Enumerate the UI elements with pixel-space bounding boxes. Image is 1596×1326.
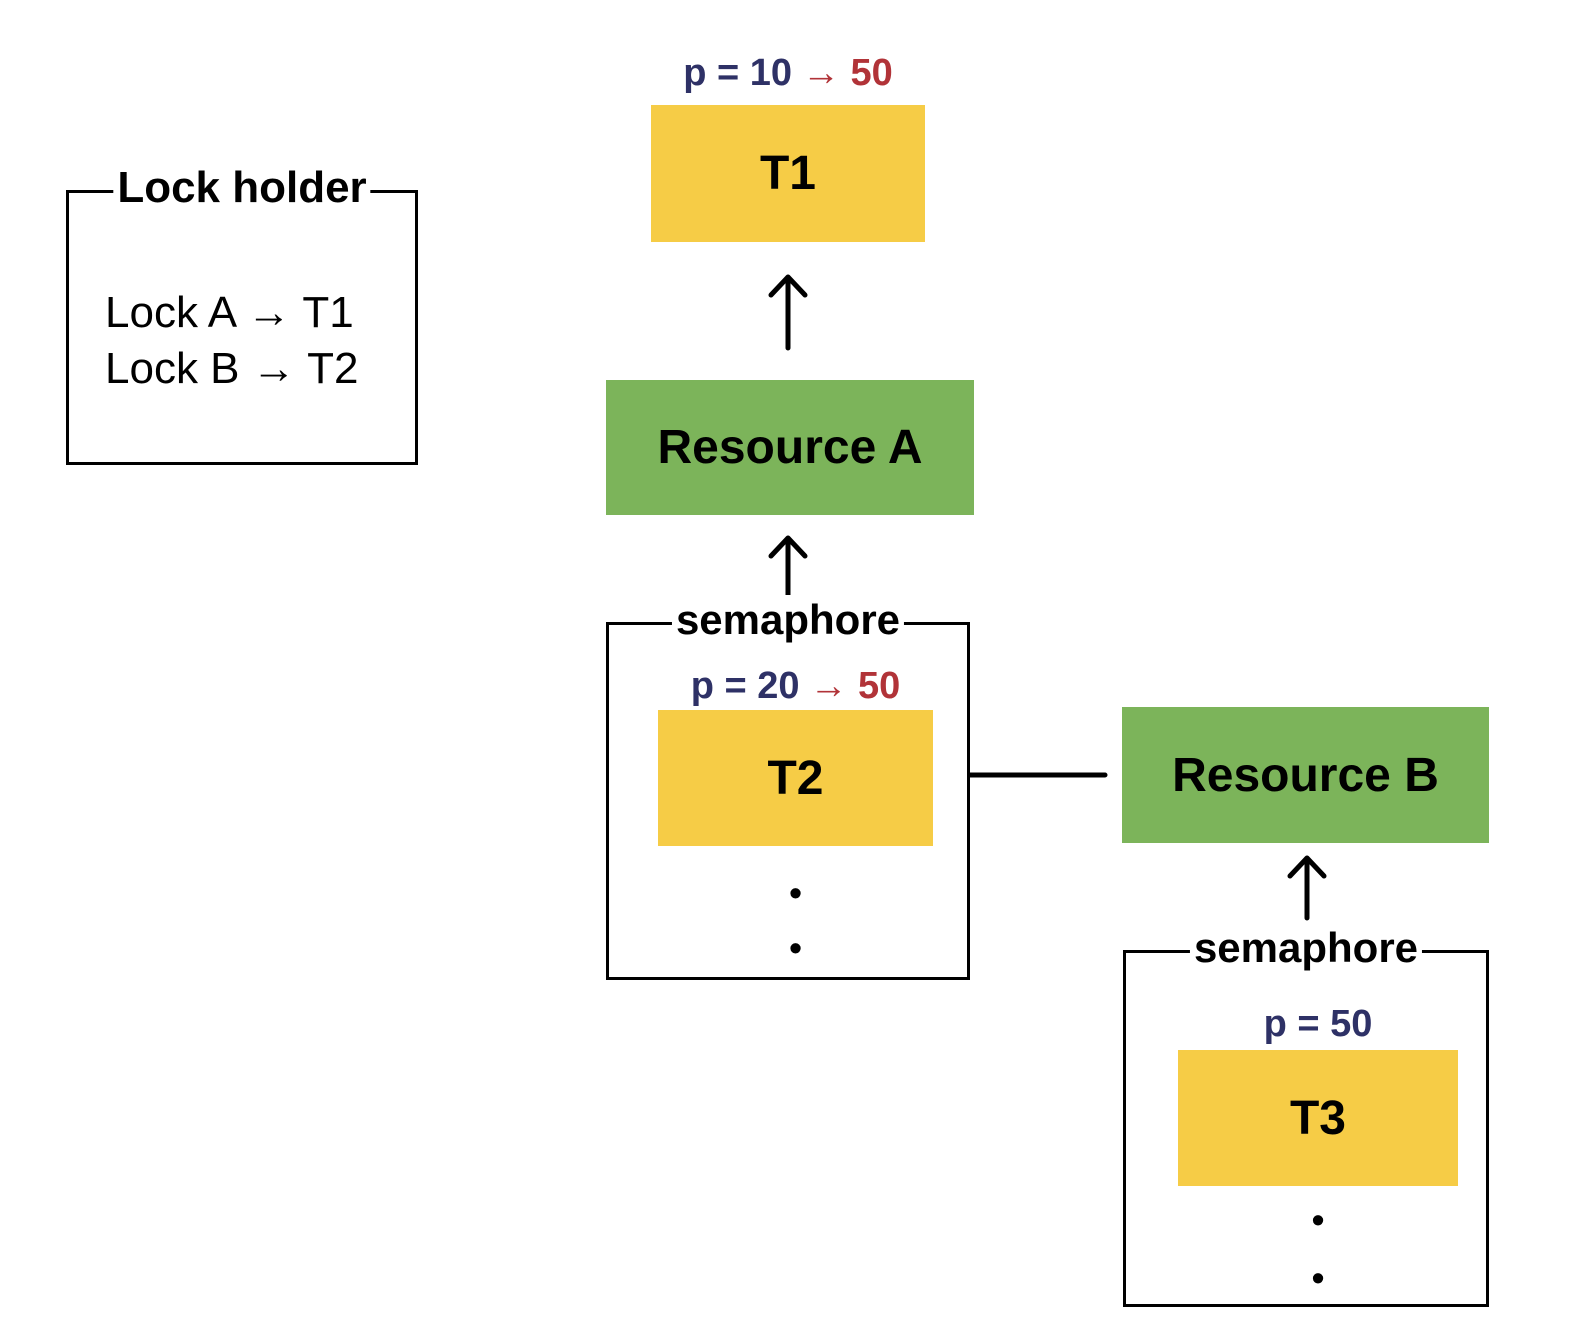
task-t3-box: T3 [1178,1050,1458,1186]
lock-entry-b: Lock B → T2 [105,344,359,393]
arrow-resource-a-to-t1 [768,274,808,351]
lock-holder-entries: Lock A → T1 Lock B → T2 [105,285,359,397]
semaphore-b-box: semaphore p = 50 T3 • • [1123,923,1489,1307]
queue-dot: • [789,927,802,968]
task-t3-label: T3 [1289,1091,1346,1145]
arrow-semaphore-a-to-resource-a [768,535,808,598]
queue-dot: • [1311,1199,1325,1240]
arrow-semaphore-b-to-resource-b [1287,855,1327,921]
lock-entry-a: Lock A → T1 [105,288,354,337]
resource-b-box: Resource B [1122,707,1489,843]
task-t1-box: T1 [651,105,925,242]
semaphore-a-queue-dots: • • [658,865,933,975]
task-t2-box: T2 [658,710,933,846]
t2-priority-label: p = 20→ 50 [658,663,933,709]
lock-holder-title: Lock holder [113,163,371,213]
semaphore-a-title: semaphore [671,595,905,645]
semaphore-b-title: semaphore [1189,923,1423,973]
t1-priority-label: p = 10→ 50 [651,50,925,96]
resource-b-label: Resource B [1172,748,1439,802]
t1-priority-base: p = 10 [683,52,792,94]
task-t2-label: T2 [767,751,824,805]
queue-dot: • [789,872,802,913]
t2-priority-base: p = 20 [690,665,800,707]
queue-dot: • [1311,1257,1325,1298]
t2-priority-boost: → 50 [809,665,901,707]
t3-priority-base: p = 50 [1263,1003,1373,1045]
t1-priority-boost: → 50 [801,52,893,94]
task-t1-label: T1 [759,147,816,200]
resource-a-label: Resource A [657,421,923,474]
resource-a-box: Resource A [606,380,974,515]
semaphore-b-queue-dots: • • [1178,1191,1458,1307]
t3-priority-label: p = 50 [1178,1001,1458,1047]
lock-holder-box: Lock holder Lock A → T1 Lock B → T2 [66,163,418,465]
semaphore-a-box: semaphore p = 20→ 50 T2 • • [606,595,970,980]
